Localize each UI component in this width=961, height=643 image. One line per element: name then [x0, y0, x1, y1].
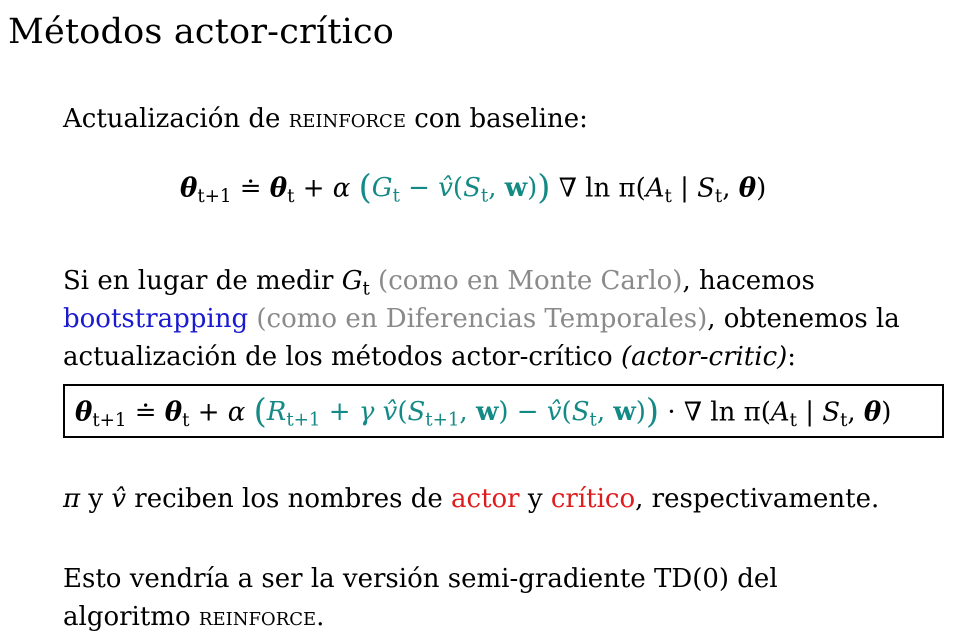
sub-t: t	[789, 409, 797, 431]
w: w	[475, 397, 499, 428]
actor-critic-names-paragraph: π y v̂ reciben los nombres de actor y cr…	[63, 480, 879, 518]
bootstrapping-term: bootstrapping	[63, 304, 249, 334]
sub-t-plus-1: t+1	[425, 409, 460, 431]
text: Esto vendría a ser la versión semi-gradi…	[63, 564, 778, 594]
intro-text-before: Actualización de	[63, 104, 289, 134]
theta: θ	[738, 173, 757, 204]
grad-ln-pi: ∇ ln π(	[550, 173, 646, 204]
monte-carlo-note: (como en Monte Carlo)	[369, 266, 683, 296]
v-hat: v̂	[438, 173, 453, 204]
minus: −	[508, 397, 547, 428]
given-bar: |	[671, 173, 698, 204]
intro-paragraph: Actualización de reinforce con baseline:	[63, 100, 588, 138]
actor-critic-equation-box: θt+1 ≐ θt + α (Rt+1 + γ v̂(St+1, w) − v̂…	[63, 384, 944, 438]
theta: θ	[863, 397, 882, 428]
given-bar: |	[796, 397, 823, 428]
doteq: ≐	[126, 397, 165, 428]
reinforce-label: reinforce	[288, 104, 406, 134]
semi-gradient-paragraph: Esto vendría a ser la versión semi-gradi…	[63, 560, 778, 636]
actor-critic-english: (actor-critic)	[620, 342, 788, 372]
sub-t-plus-1: t+1	[92, 409, 127, 431]
theta: θ	[180, 173, 198, 204]
paren-close: )	[537, 168, 551, 207]
sub-t: t	[664, 185, 672, 207]
sub-t-plus-1: t+1	[286, 409, 321, 431]
text: , obtenemos la	[707, 304, 900, 334]
theta: θ	[164, 397, 183, 428]
minus: −	[399, 173, 439, 204]
sub-t-plus-1: t+1	[197, 185, 232, 207]
S: S	[822, 397, 841, 428]
sub-t: t	[480, 185, 489, 207]
text: Si en lugar de medir	[63, 266, 342, 296]
plus: +	[294, 173, 333, 204]
G: G	[371, 173, 393, 204]
actor-term: actor	[451, 484, 520, 514]
theta: θ	[75, 397, 93, 428]
S: S	[407, 397, 426, 428]
S: S	[463, 173, 481, 204]
G: G	[341, 266, 363, 296]
alpha: α	[227, 397, 254, 428]
text: :	[787, 342, 797, 372]
paren-close: )	[645, 392, 660, 431]
critic-term: crítico	[550, 484, 636, 514]
text: , hacemos	[682, 266, 815, 296]
text: y	[519, 484, 551, 514]
sub-t: t	[840, 409, 848, 431]
actor-critic-equation: θt+1 ≐ θt + α (Rt+1 + γ v̂(St+1, w) − v̂…	[75, 392, 892, 431]
reinforce-label: reinforce	[198, 602, 317, 632]
paren-close: )	[881, 397, 892, 428]
text: y	[80, 484, 112, 514]
td-error-term: (Rt+1 + γ v̂(St+1, w) − v̂(St, w))	[253, 392, 660, 431]
paren-open: (	[358, 168, 372, 207]
paren-close: )	[756, 173, 767, 204]
v-hat: v̂	[546, 397, 562, 428]
paren-open: (	[253, 392, 267, 431]
w: w	[504, 173, 528, 204]
theta: θ	[269, 173, 288, 204]
S: S	[697, 173, 715, 204]
sub-t: t	[392, 185, 400, 207]
baseline-term: (Gt − v̂(St, w))	[358, 168, 551, 207]
dot-grad-ln-pi: · ∇ ln π(	[659, 397, 771, 428]
sub-t: t	[714, 185, 723, 207]
text: .	[316, 602, 325, 632]
bootstrapping-paragraph: Si en lugar de medir Gt (como en Monte C…	[63, 262, 900, 376]
sub-t: t	[287, 185, 295, 207]
S: S	[571, 397, 590, 428]
td-note: (como en Diferencias Temporales)	[248, 304, 708, 334]
A: A	[770, 397, 790, 428]
slide-title: Métodos actor-crítico	[8, 12, 395, 52]
intro-text-after: con baseline:	[405, 104, 588, 134]
reinforce-baseline-equation: θt+1 ≐ θt + α (Gt − v̂(St, w)) ∇ ln π(At…	[180, 168, 767, 207]
pi: π	[63, 484, 81, 514]
sub-t: t	[182, 409, 190, 431]
text: actualización de los métodos actor-críti…	[63, 342, 621, 372]
R: R	[266, 397, 287, 428]
text: algoritmo	[63, 602, 199, 632]
doteq: ≐	[231, 173, 270, 204]
plus: +	[189, 397, 228, 428]
alpha: α	[332, 173, 359, 204]
v-hat: v̂	[111, 484, 127, 514]
sub-t: t	[589, 409, 597, 431]
w: w	[613, 397, 636, 428]
gamma: + γ	[320, 397, 383, 428]
v-hat: v̂	[382, 397, 398, 428]
text: reciben los nombres de	[126, 484, 452, 514]
sub-t: t	[362, 278, 370, 300]
A: A	[645, 173, 665, 204]
text: , respectivamente.	[635, 484, 880, 514]
